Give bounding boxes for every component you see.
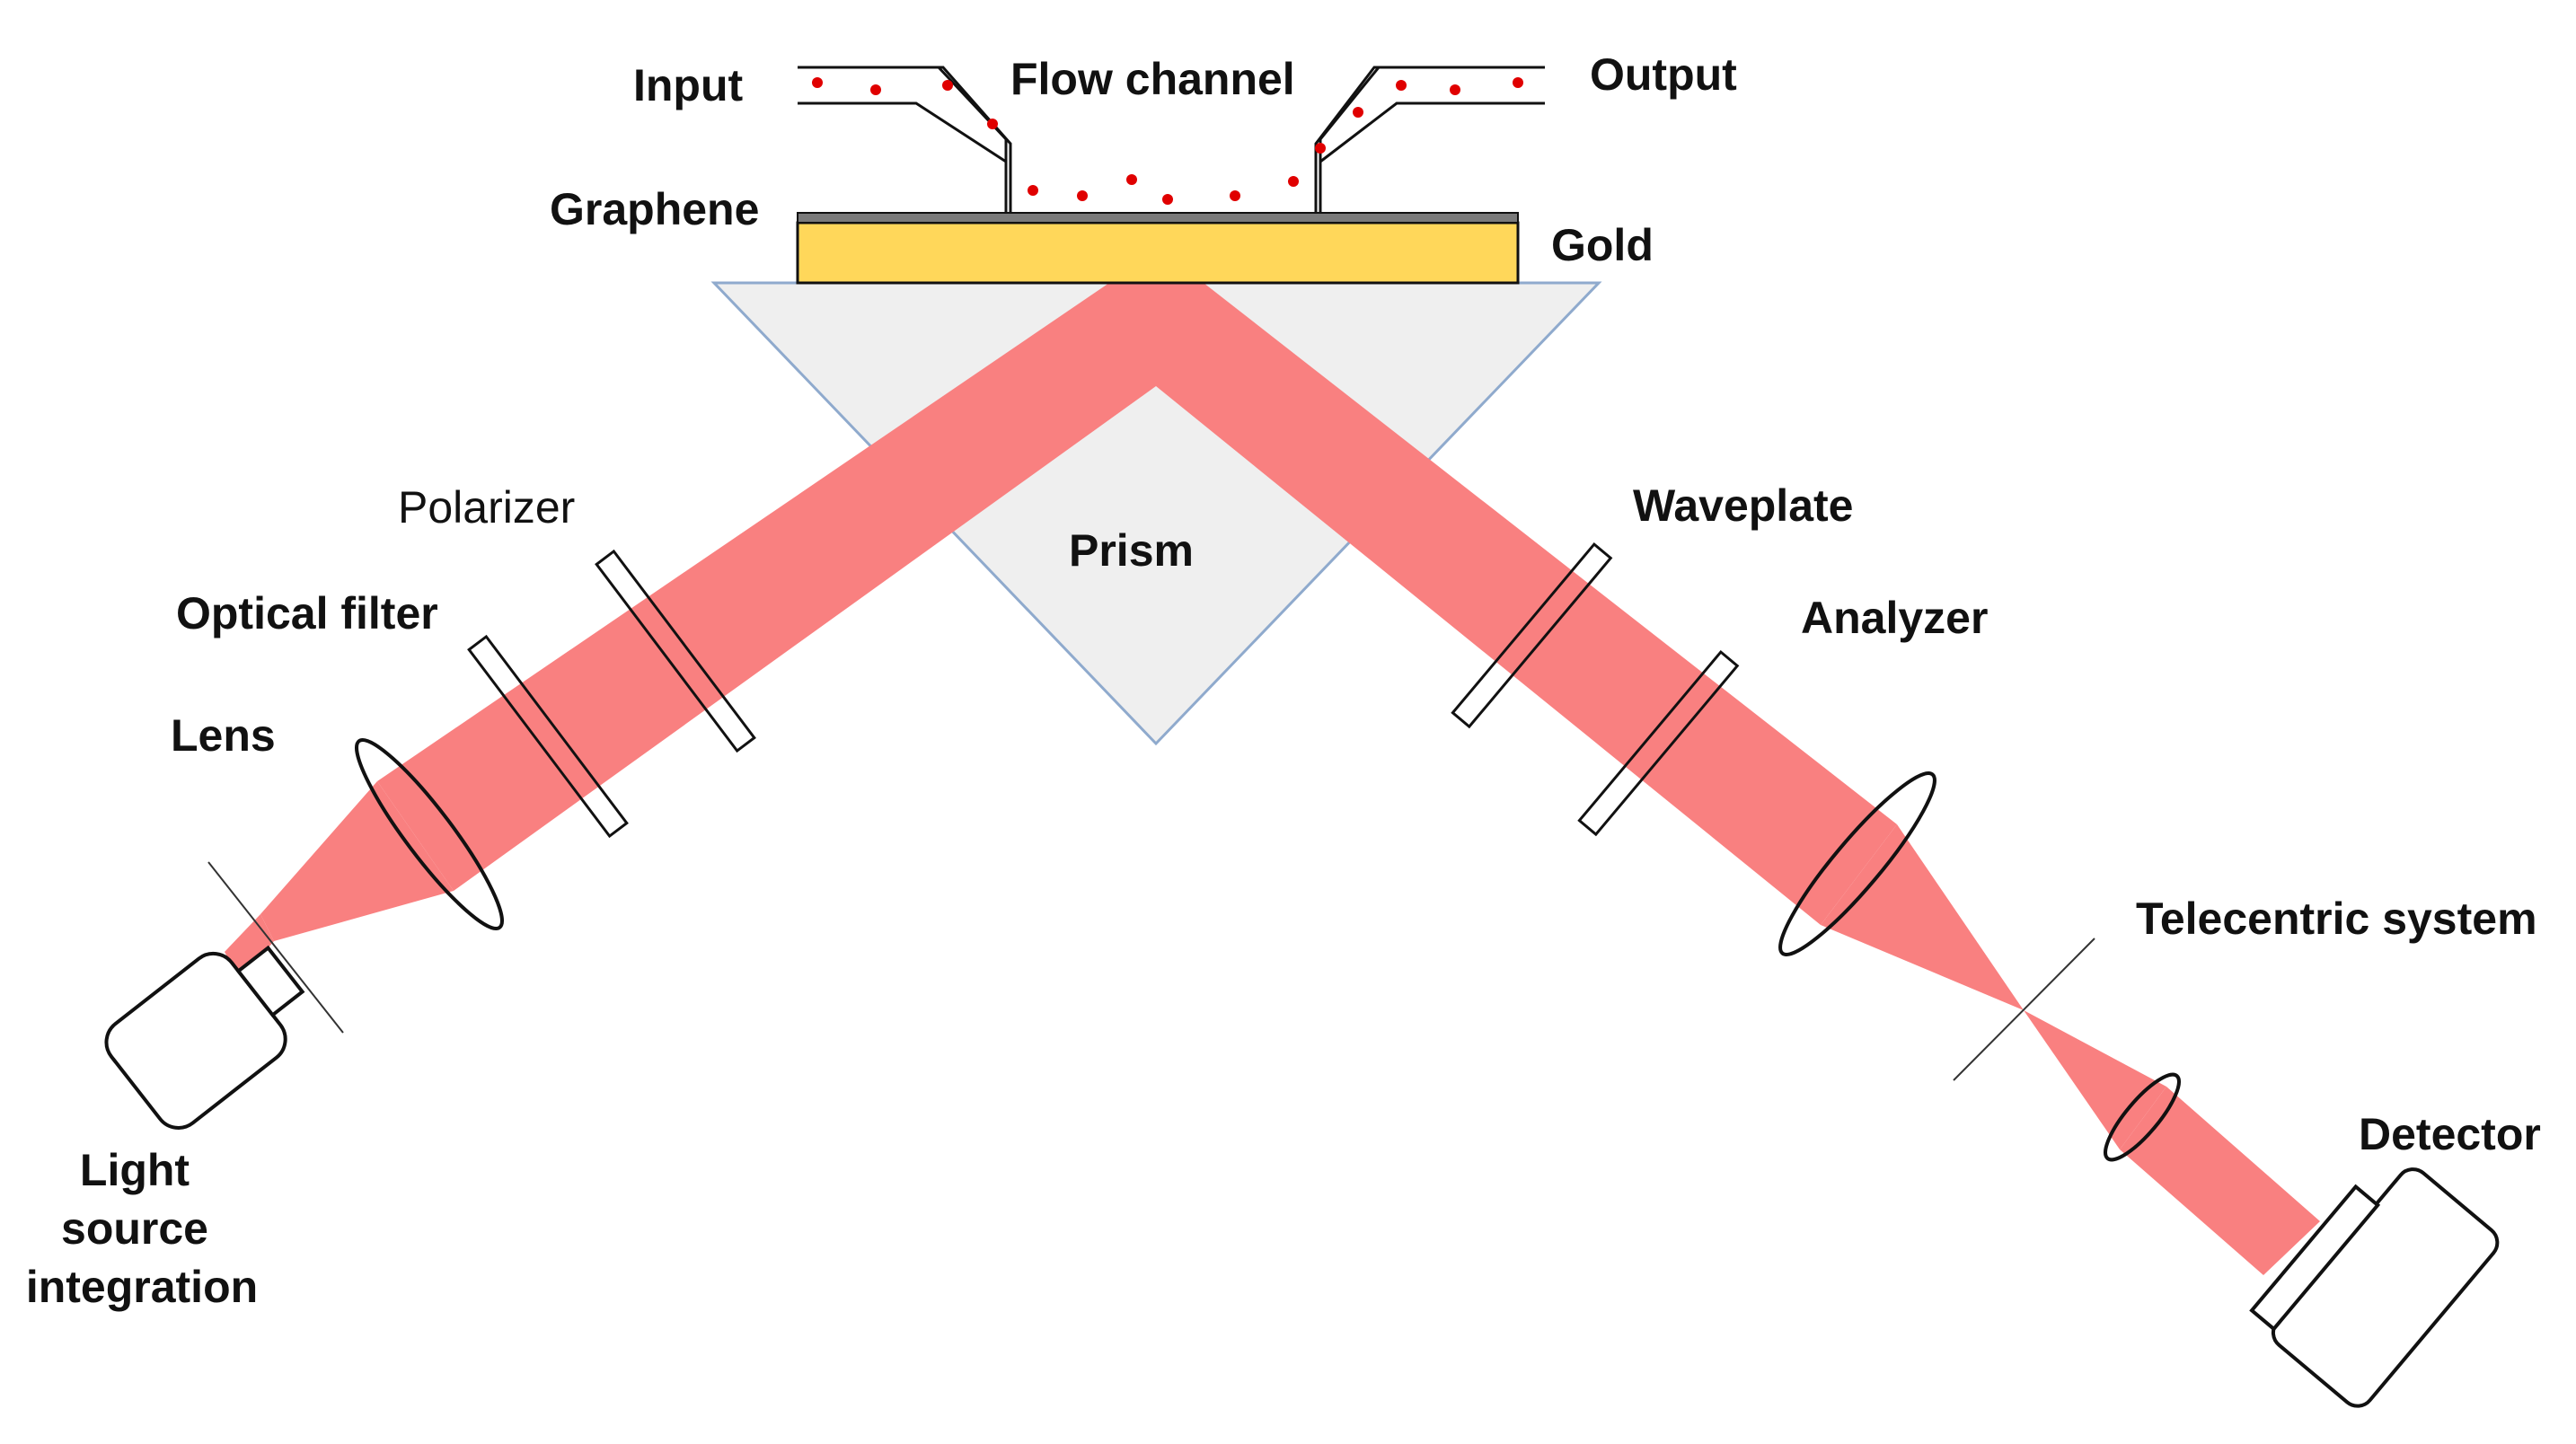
label-polarizer: Polarizer <box>398 482 575 533</box>
label-output: Output <box>1590 49 1737 100</box>
analyzer <box>1577 649 1740 837</box>
label-lens: Lens <box>171 710 276 761</box>
label-graphene: Graphene <box>550 184 759 234</box>
label-prism: Prism <box>1069 525 1194 576</box>
reflected-beam <box>1109 283 1897 925</box>
polarizer <box>595 549 756 753</box>
analyte-particles <box>812 77 1523 205</box>
label-waveplate: Waveplate <box>1633 480 1853 531</box>
reflected-beam-converging <box>1821 824 2024 1010</box>
label-gold: Gold <box>1551 220 1654 270</box>
label-input: Input <box>633 60 744 110</box>
label-telecentric-system: Telecentric system <box>2136 894 2537 944</box>
lens-telecentric <box>2104 1072 2181 1162</box>
label-analyzer: Analyzer <box>1801 593 1988 643</box>
lens-left <box>355 738 504 930</box>
optical-filter <box>467 634 629 839</box>
incident-beam-cone <box>260 781 454 941</box>
telecentric-aperture <box>1953 938 2095 1081</box>
graphene-layer <box>797 212 1519 224</box>
label-optical-filter: Optical filter <box>176 588 438 638</box>
detector <box>2249 1167 2500 1408</box>
lens-right <box>1778 771 1936 956</box>
label-light-source-line1: Light <box>80 1145 190 1195</box>
reflected-beam-diverging <box>2024 1010 2166 1149</box>
label-light-source-line3: integration <box>26 1262 258 1312</box>
waveplate <box>1451 542 1613 729</box>
label-detector: Detector <box>2359 1109 2541 1159</box>
flow-channel-walls <box>798 66 1540 213</box>
incident-beam <box>377 283 1181 891</box>
label-light-source-line2: source <box>61 1203 208 1254</box>
label-flow-channel: Flow channel <box>1010 54 1295 104</box>
reflected-beam-to-detector <box>2120 1087 2320 1275</box>
light-source <box>104 945 305 1130</box>
source-aperture <box>207 861 344 1034</box>
gold-layer <box>796 221 1520 285</box>
